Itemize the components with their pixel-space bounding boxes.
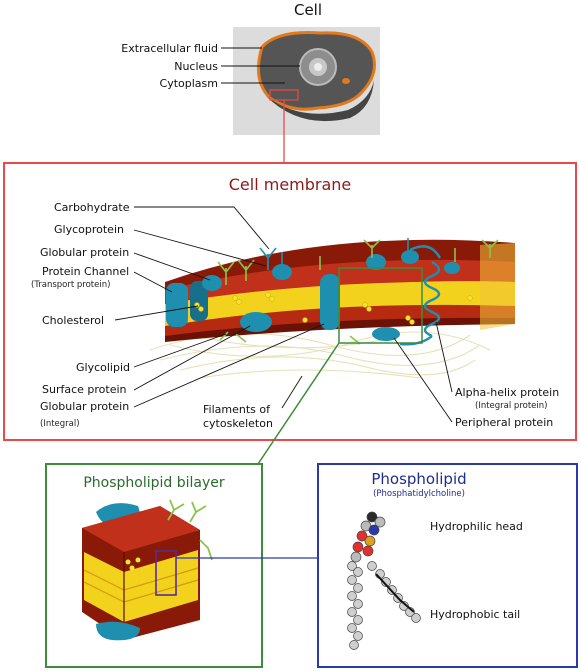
hydrophilic-head [350, 511, 386, 563]
label-surface-protein: Surface protein [42, 383, 127, 396]
phospholipid-bilayer-title: Phospholipid bilayer [83, 475, 225, 491]
label-protein-channel: Protein Channel [42, 265, 129, 278]
label-cholesterol: Cholesterol [42, 314, 104, 327]
bilayer-zoom-line [257, 342, 340, 465]
bilayer-illustration [82, 499, 213, 641]
label-globular-protein: Globular protein [40, 246, 129, 259]
cell-membrane-title: Cell membrane [229, 175, 352, 194]
cell-outer-dark [266, 80, 374, 122]
label-filaments-line1: Filaments of [203, 403, 271, 416]
protein-channel [166, 283, 188, 327]
label-alpha-helix-protein: Alpha-helix protein [455, 386, 559, 399]
label-integral-globular-protein: Globular protein [40, 400, 129, 413]
label-integral-globular-protein-sub: (Integral) [40, 419, 80, 429]
glycoprotein [272, 264, 292, 280]
label-protein-channel-sub: (Transport protein) [31, 280, 110, 290]
label-hydrophilic-head: Hydrophilic head [430, 520, 523, 533]
label-nucleus: Nucleus [174, 60, 218, 73]
label-glycolipid: Glycolipid [76, 361, 130, 374]
phospholipid-title: Phospholipid [371, 470, 466, 488]
nucleolus-center [314, 63, 322, 71]
label-cytoplasm: Cytoplasm [160, 77, 218, 90]
label-hydrophobic-tail: Hydrophobic tail [430, 608, 520, 621]
globular-protein [202, 275, 222, 291]
bilayer-zoom-box [338, 267, 423, 344]
label-carbohydrate: Carbohydrate [54, 201, 130, 214]
label-extracellular-fluid: Extracellular fluid [121, 42, 218, 55]
label-glycoprotein: Glycoprotein [54, 223, 124, 236]
peripheral-protein [372, 327, 400, 341]
phospholipid-zoom-box [155, 550, 177, 596]
label-filaments-line2: cytoskeleton [203, 417, 273, 430]
glycoprotein-chains [259, 238, 409, 270]
phospholipid-subtitle: (Phosphatidylcholine) [373, 489, 465, 499]
phospholipid-molecule [347, 511, 421, 650]
integral-globular-protein [320, 274, 340, 330]
label-peripheral-protein: Peripheral protein [455, 416, 553, 429]
cell-title: Cell [294, 1, 322, 19]
label-alpha-helix-protein-sub: (Integral protein) [475, 401, 547, 411]
hydrophobic-tail [347, 561, 421, 650]
cell-organelle [342, 78, 350, 84]
cytoskeleton-filaments [149, 331, 491, 379]
membrane-proteins [166, 250, 460, 341]
